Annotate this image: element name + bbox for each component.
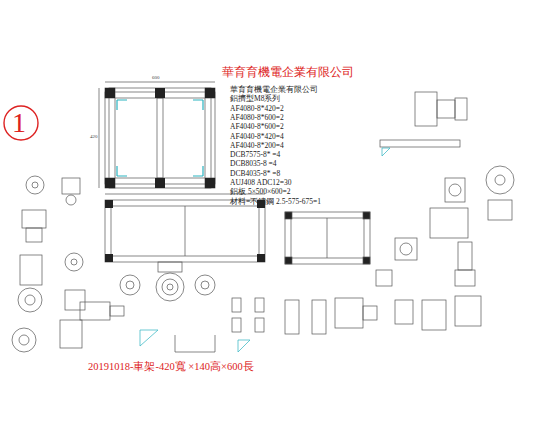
parts-list-item: 材料=不鏽鋼 2.5-575-675=1 (230, 198, 321, 206)
frame-side-view (105, 194, 265, 301)
company-title: 華育育機電企業有限公司 (222, 66, 354, 78)
parts-list-item: 鋁擠型M8系列 (230, 95, 280, 103)
bottom-parts (175, 296, 481, 352)
parts-list-item: DCB4035-8* =8 (230, 170, 280, 178)
company-name: 華育育機電企業有限公司 (230, 86, 318, 94)
rail-and-motors (376, 92, 514, 286)
dimension: 420 (90, 134, 98, 139)
dimension: 600 (152, 75, 160, 80)
sheet-number: 1 (12, 109, 26, 137)
drawing-caption: 20191018-車架-420寬 ×140高×600長 (88, 362, 254, 373)
frame-end-view (285, 212, 370, 264)
parts-list-item: AUJ408 ADC12=30 (230, 179, 292, 187)
corner-blocks (105, 88, 215, 188)
frame-top-view (99, 82, 215, 188)
parts-list-item: AF4080-8*420=2 (230, 105, 284, 113)
sheet-number-ring (4, 106, 38, 140)
parts-list-item: AF4040-8*200=4 (230, 142, 284, 150)
parts-list-item: 鋁板 5×500×600=2 (230, 188, 291, 196)
corner-brackets (117, 100, 203, 176)
parts-list-item: AF4040-8*600=2 (230, 123, 284, 131)
side-corner-blocks (105, 200, 265, 262)
parts-list-item: DCB7575-8* =4 (230, 151, 280, 159)
parts-list-item: AF4040-8*420=4 (230, 133, 284, 141)
parts-list-item: DCB8035-8 =4 (230, 160, 277, 168)
parts-column (12, 176, 158, 352)
parts-list-item: AF4080-8*600=2 (230, 114, 284, 122)
